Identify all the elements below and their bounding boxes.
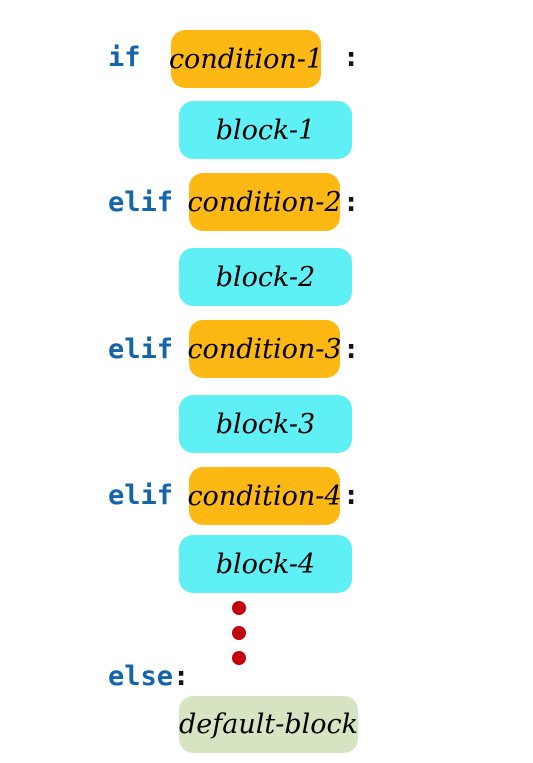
elif-keyword-1: elif <box>108 187 174 218</box>
ellipsis-dot-2 <box>232 626 246 640</box>
elif-keyword-2: elif <box>108 334 174 365</box>
ellipsis-dot-3 <box>232 651 246 665</box>
condition-4-box: condition-4 <box>187 467 342 525</box>
colon-3: : <box>343 334 360 365</box>
default-block-box: default-block <box>179 696 358 753</box>
condition-2-box: condition-2 <box>187 173 342 231</box>
block-4-box: block-4 <box>179 535 352 593</box>
block-1-box: block-1 <box>179 101 352 159</box>
else-colon: : <box>173 661 190 692</box>
block-2-box: block-2 <box>179 248 352 306</box>
colon-1: : <box>343 42 360 73</box>
elif-keyword-3: elif <box>108 480 174 511</box>
condition-3-box: condition-3 <box>187 320 342 378</box>
else-keyword: else: <box>108 662 189 692</box>
block-3-box: block-3 <box>179 395 352 453</box>
ellipsis-dot-1 <box>232 601 246 615</box>
else-label: else <box>108 661 174 692</box>
colon-4: : <box>343 480 360 511</box>
colon-2: : <box>343 187 360 218</box>
condition-1-box: condition-1 <box>169 30 323 88</box>
if-keyword: if <box>108 42 141 73</box>
